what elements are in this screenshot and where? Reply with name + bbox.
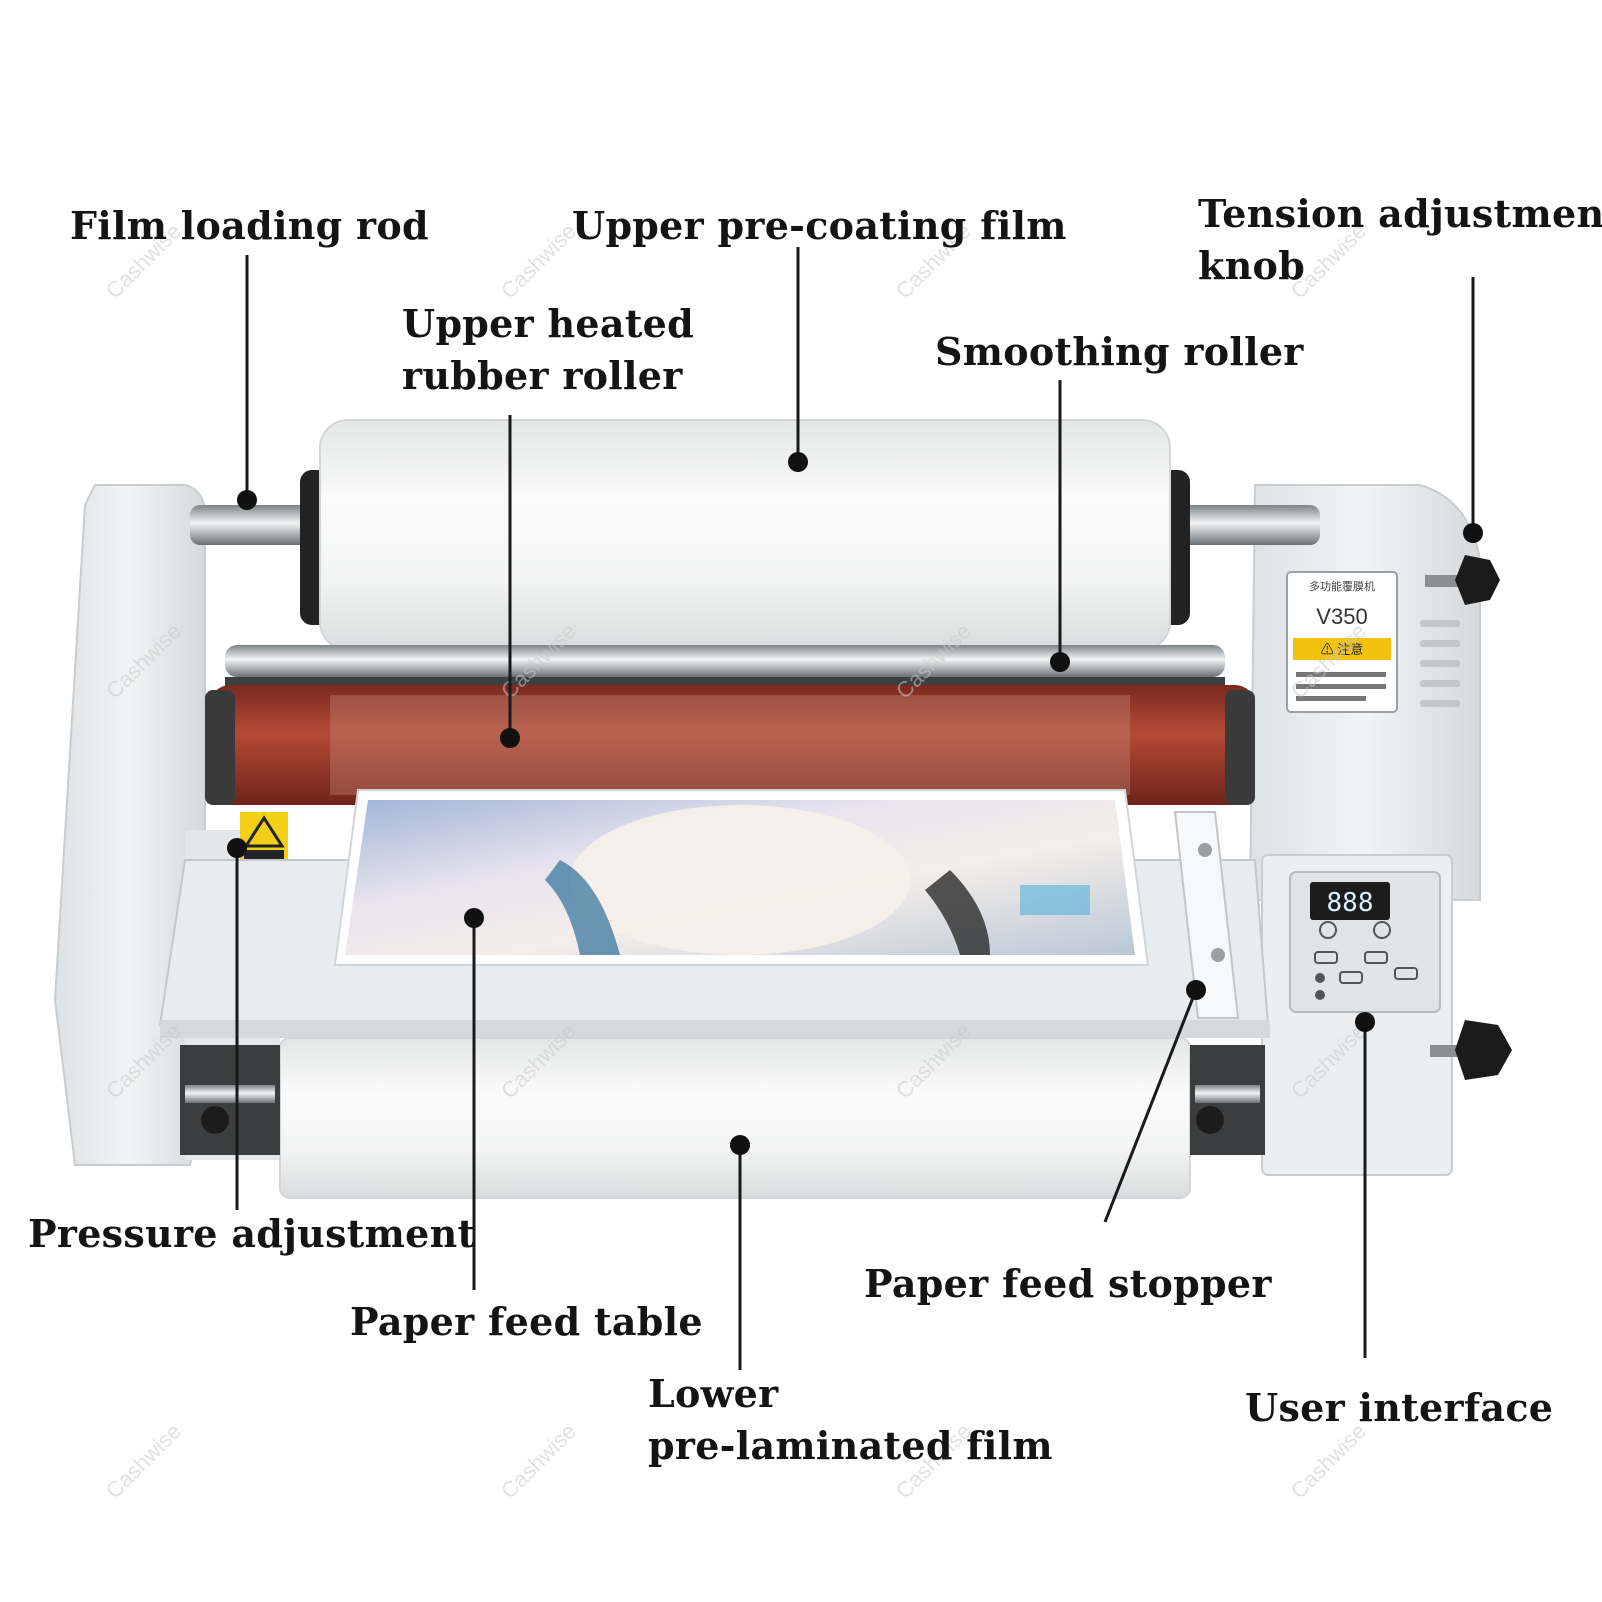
dot-paper-feed-table (464, 908, 484, 928)
paper-feed-stopper (1173, 811, 1240, 1019)
label-smoothing-roller: Smoothing roller (935, 329, 1304, 374)
label-pressure-adjustment: Pressure adjustment (28, 1211, 476, 1256)
svg-text:⚠ 注意: ⚠ 注意 (1321, 642, 1364, 657)
label-user-interface: User interface (1245, 1385, 1554, 1430)
dot-lower-film (730, 1135, 750, 1155)
dot-tension-knob (1463, 523, 1483, 543)
dot-pressure-adjustment (227, 838, 247, 858)
dot-upper-heated-roller (500, 728, 520, 748)
svg-text:Cashwise: Cashwise (101, 1418, 186, 1503)
label-lower-pre-laminated-film: Lower pre-laminated film (648, 1371, 1053, 1468)
label-paper-feed-stopper: Paper feed stopper (864, 1261, 1272, 1306)
label-tension-adjustment-knob: Tension adjustment knob (1198, 191, 1602, 288)
lcd-display: 888 (1327, 888, 1374, 918)
leader-paper-feed-stopper (1103, 989, 1198, 1223)
svg-text:Cashwise: Cashwise (496, 1418, 581, 1503)
smoothing-roller (225, 645, 1225, 677)
label-upper-heated-rubber-roller: Upper heated rubber roller (402, 301, 695, 398)
dot-user-interface (1355, 1012, 1375, 1032)
dot-paper-feed-stopper (1186, 980, 1206, 1000)
tension-knob (1425, 555, 1512, 1080)
upper-film-roll (300, 419, 1190, 651)
label-paper-feed-table: Paper feed table (350, 1299, 703, 1344)
dot-upper-film (788, 452, 808, 472)
label-upper-precoating-film: Upper pre-coating film (572, 203, 1067, 248)
control-panel: 888 (1289, 871, 1441, 1013)
label-film-loading-rod: Film loading rod (70, 203, 429, 248)
leader-lines (227, 247, 1483, 1370)
dot-film-loading-rod (237, 490, 257, 510)
model-plate-text: V350 (1316, 604, 1367, 629)
paper-feed-table (158, 789, 1270, 1038)
warning-sticker (240, 812, 288, 864)
upper-heated-roller (205, 685, 1255, 805)
dot-smoothing-roller (1050, 652, 1070, 672)
lower-film-roll (180, 1037, 1265, 1199)
svg-text:Cashwise: Cashwise (496, 218, 581, 303)
svg-text:多功能覆膜机: 多功能覆膜机 (1309, 579, 1375, 593)
